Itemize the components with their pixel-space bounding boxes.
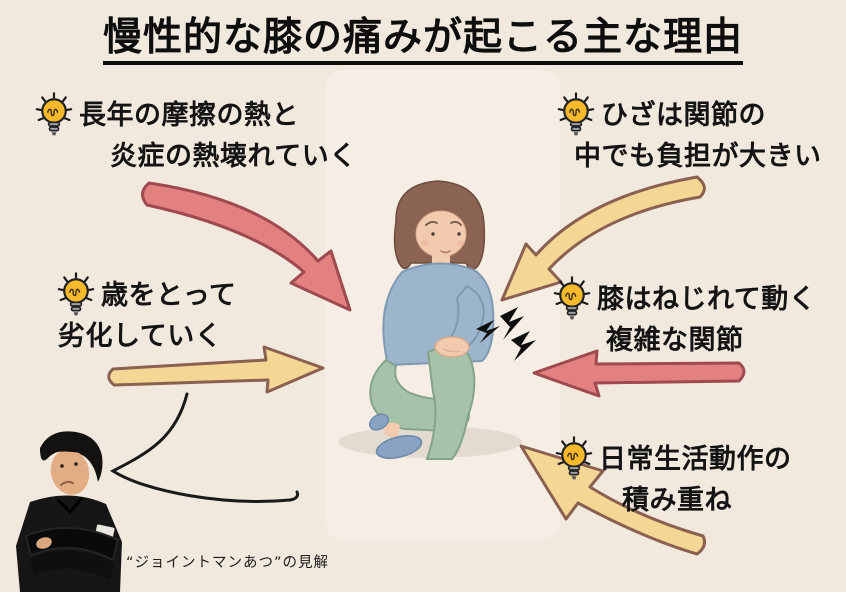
lightbulb-icon	[557, 92, 595, 136]
note-line2: 中でも負担が大きい	[574, 141, 822, 172]
blush-right	[457, 240, 465, 246]
lightbulb-icon	[57, 272, 95, 316]
brow-left	[425, 220, 438, 226]
note-line1: 歳をとって	[101, 279, 237, 311]
note-joint-burden: ひざは関節の 中でも負担が大きい	[556, 92, 822, 175]
brow-right	[450, 220, 462, 226]
arrow-top-left-red	[141, 181, 352, 312]
hands	[434, 336, 470, 358]
finger-lines	[443, 348, 461, 353]
note-friction-heat: 長年の摩擦の熱と 炎症の熱壊れていく	[34, 92, 357, 175]
arrow-bottom-right-yellow	[519, 444, 706, 556]
arrow-top-right-yellow	[500, 175, 706, 302]
note-daily-motion: 日常生活動作の 積み重ね	[554, 436, 792, 519]
note-line1: 長年の摩擦の熱と	[79, 99, 299, 131]
note-twisting-joint: 膝はねじれて動く 複雑な関節	[552, 276, 816, 359]
presenter-hair	[40, 431, 103, 482]
note-line2: 劣化していく	[58, 321, 223, 352]
arm	[448, 284, 485, 350]
shoe-front	[375, 435, 423, 459]
presenter-hand	[36, 537, 52, 549]
note-aging: 歳をとって 劣化していく	[56, 272, 236, 355]
presenter-caption: “ジョイントマンあつ”の見解	[126, 555, 330, 571]
arrow-mid-left-yellow	[107, 345, 325, 394]
presenter-collar	[56, 497, 84, 515]
ankle	[384, 422, 400, 437]
presenter-eye-left	[60, 464, 64, 468]
presenter-fringe	[44, 441, 96, 464]
shoe-heel	[368, 413, 390, 431]
presenter-photo	[16, 431, 122, 592]
note-line1: ひざは関節の	[601, 99, 766, 131]
eye-left	[431, 232, 435, 236]
presenter-eye-right	[74, 462, 78, 466]
note-line1: 日常生活動作の	[599, 443, 792, 475]
note-line2: 複雑な関節	[606, 325, 744, 356]
note-line1: 膝はねじれて動く	[597, 283, 817, 315]
note-line2: 炎症の熱壊れていく	[110, 141, 357, 172]
kneeling-woman-illustration	[368, 180, 495, 460]
thought-squiggle-line	[109, 392, 300, 503]
lightbulb-icon	[555, 436, 593, 480]
pain-flash-icon	[476, 307, 536, 361]
arrow-mid-right-red	[532, 349, 746, 398]
note-line2: 積み重ね	[622, 485, 732, 516]
eye-right	[457, 232, 461, 236]
hair-fringe	[414, 198, 470, 224]
lightbulb-icon	[553, 276, 591, 320]
crossed-arms-lower	[30, 550, 114, 580]
mouth	[440, 250, 451, 254]
lightbulb-icon	[35, 92, 73, 136]
presenter-mouth	[60, 480, 74, 486]
presenter-face	[50, 449, 90, 495]
page-title: 慢性的な膝の痛みが起こる主な理由	[0, 6, 846, 65]
blush-left	[421, 240, 429, 246]
crossed-arms	[24, 527, 120, 562]
